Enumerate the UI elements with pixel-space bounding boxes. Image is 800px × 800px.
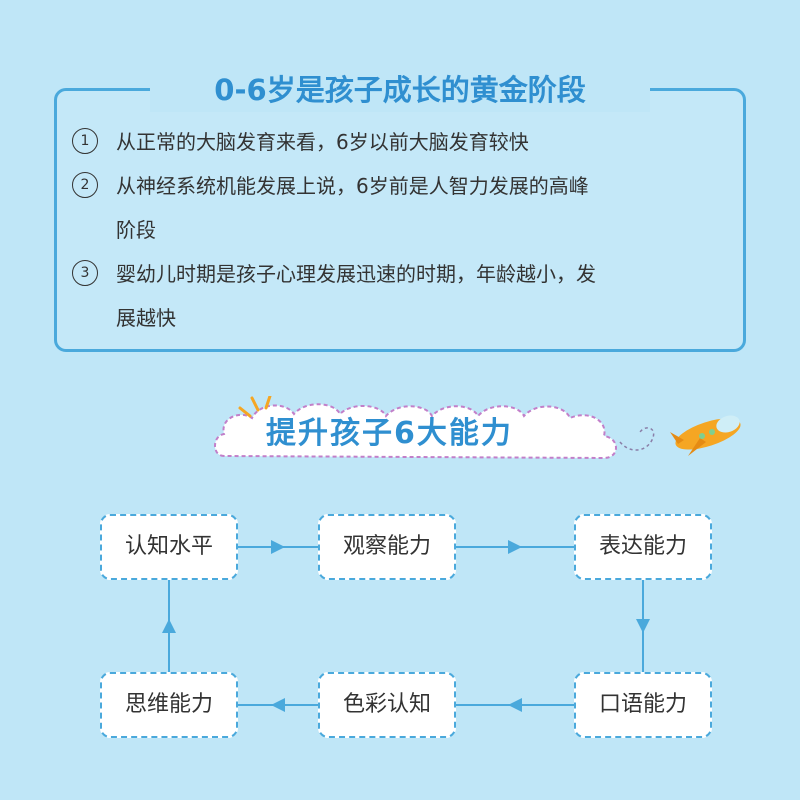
node-color-cognition: 色彩认知 [318, 672, 456, 738]
item-number: 3 [72, 260, 98, 286]
node-thinking: 思维能力 [100, 672, 238, 738]
node-observation: 观察能力 [318, 514, 456, 580]
arrow-head-icon [271, 698, 285, 712]
list-item: 2 从神经系统机能发展上说，6岁前是人智力发展的高峰 阶段 [72, 164, 732, 252]
info-box [54, 88, 746, 352]
item-text-continued: 展越快 [116, 306, 176, 330]
arrow-head-icon [271, 540, 285, 554]
airplane-icon [619, 415, 741, 456]
banner-title: 提升孩子6大能力 [266, 416, 513, 451]
node-oral-language: 口语能力 [574, 672, 712, 738]
item-text: 从神经系统机能发展上说，6岁前是人智力发展的高峰 [116, 174, 589, 198]
item-number: 2 [72, 172, 98, 198]
list-item: 3 婴幼儿时期是孩子心理发展迅速的时期，年龄越小，发 展越快 [72, 252, 732, 340]
arrow-head-icon [508, 540, 522, 554]
node-expression: 表达能力 [574, 514, 712, 580]
list-item: 1 从正常的大脑发育来看，6岁以前大脑发育较快 [72, 120, 732, 164]
item-text: 婴幼儿时期是孩子心理发展迅速的时期，年龄越小，发 [116, 262, 596, 286]
arrow-head-icon [508, 698, 522, 712]
item-text-continued: 阶段 [116, 218, 156, 242]
arrow-head-icon [636, 619, 650, 633]
info-box-title: 0-6岁是孩子成长的黄金阶段 [150, 68, 650, 112]
sparkle-icon [238, 396, 272, 418]
item-text: 从正常的大脑发育来看，6岁以前大脑发育较快 [116, 130, 529, 154]
arrow-head-icon [162, 619, 176, 633]
cloud-banner [214, 396, 617, 460]
item-number: 1 [72, 128, 98, 154]
node-cognition: 认知水平 [100, 514, 238, 580]
